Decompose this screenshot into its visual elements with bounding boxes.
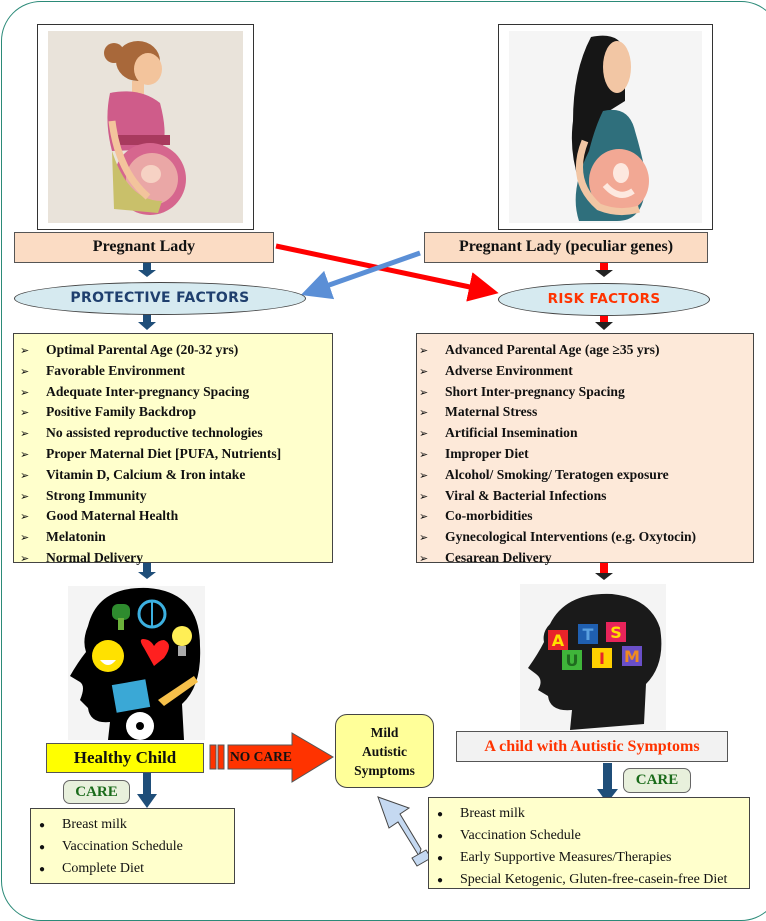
down-arrow-left-3: [138, 562, 156, 579]
protective-factor-item: ➢Optimal Parental Age (20-32 yrs): [20, 340, 332, 361]
protective-factor-item: ➢Proper Maternal Diet [PUFA, Nutrients]: [20, 444, 332, 465]
pregnant-lady-genes-label: Pregnant Lady (peculiar genes): [424, 232, 708, 263]
care-item: ●Breast milk: [437, 803, 749, 825]
svg-text:U: U: [566, 651, 579, 670]
svg-text:I: I: [599, 649, 605, 668]
down-arrow-healthy-care: [137, 768, 157, 808]
bullet-arrow-icon: ➢: [419, 510, 429, 524]
care-item: ●Vaccination Schedule: [437, 825, 749, 847]
risk-factor-item: ➢Advanced Parental Age (age ≥35 yrs): [419, 340, 753, 361]
protective-factor-item: ➢No assisted reproductive technologies: [20, 423, 332, 444]
protective-factor-item: ➢Strong Immunity: [20, 486, 332, 507]
down-arrow-left-1: [138, 262, 156, 277]
bullet-arrow-icon: ➢: [20, 551, 30, 565]
bullet-arrow-icon: ➢: [20, 406, 30, 420]
risk-factor-item: ➢Cesarean Delivery: [419, 548, 753, 569]
risk-factor-item: ➢Co-morbidities: [419, 506, 753, 527]
down-arrow-left-2: [138, 314, 156, 330]
svg-text:S: S: [610, 623, 622, 642]
bullet-arrow-icon: ➢: [20, 447, 30, 461]
bullet-arrow-icon: ➢: [20, 385, 30, 399]
down-arrow-right-1: [595, 262, 613, 277]
risk-factors-list: ➢Advanced Parental Age (age ≥35 yrs) ➢Ad…: [416, 333, 754, 565]
bullet-arrow-icon: ➢: [419, 427, 429, 441]
bullet-arrow-icon: ➢: [419, 406, 429, 420]
bullet-arrow-icon: ➢: [20, 531, 30, 545]
arrow-right-to-protective: [300, 250, 421, 300]
care-item: ●Special Ketogenic, Gluten-free-casein-f…: [437, 869, 749, 891]
bullet-arrow-icon: ➢: [20, 344, 30, 357]
protective-factor-item: ➢Normal Delivery: [20, 548, 332, 569]
bullet-arrow-icon: ➢: [419, 551, 429, 565]
care-tag-autistic: CARE: [623, 768, 691, 793]
protective-factors-title: PROTECTIVE FACTORS: [14, 282, 306, 315]
healthy-child-head-illustration: [68, 586, 205, 740]
svg-text:A: A: [552, 631, 565, 650]
bullet-arrow-icon: ➢: [419, 531, 429, 545]
pregnant-lady-genes-photo: [498, 24, 713, 230]
healthy-child-label: Healthy Child: [46, 743, 204, 773]
down-arrow-right-3: [595, 563, 613, 580]
risk-factor-item: ➢Maternal Stress: [419, 402, 753, 423]
down-arrow-right-2: [595, 314, 613, 330]
connector-layer: [137, 243, 618, 867]
pregnant-woman-genes-illustration: [509, 31, 702, 223]
no-care-arrow: [209, 732, 334, 783]
bullet-arrow-icon: ➢: [20, 468, 30, 482]
svg-text:M: M: [624, 647, 640, 666]
protective-factor-item: ➢Vitamin D, Calcium & Iron intake: [20, 465, 332, 486]
autism-child-head-illustration: A T S U I M: [520, 584, 666, 730]
bullet-dot-icon: ●: [437, 875, 444, 886]
bullet-arrow-icon: ➢: [20, 427, 30, 441]
risk-factor-item: ➢Adverse Environment: [419, 361, 753, 382]
autistic-child-label: A child with Autistic Symptoms: [456, 731, 728, 762]
care-item: ●Complete Diet: [39, 858, 234, 880]
protective-factor-item: ➢Melatonin: [20, 527, 332, 548]
bullet-dot-icon: ●: [437, 809, 444, 820]
return-arrow: [377, 796, 432, 867]
protective-factor-item: ➢Adequate Inter-pregnancy Spacing: [20, 382, 332, 403]
bullet-arrow-icon: ➢: [20, 364, 30, 378]
bullet-arrow-icon: ➢: [419, 344, 429, 357]
risk-factor-item: ➢Short Inter-pregnancy Spacing: [419, 382, 753, 403]
healthy-care-list: ●Breast milk ●Vaccination Schedule ●Comp…: [30, 808, 235, 884]
bullet-dot-icon: ●: [437, 853, 444, 864]
down-arrow-autistic-care: [597, 763, 618, 803]
bullet-arrow-icon: ➢: [20, 489, 30, 503]
bullet-dot-icon: ●: [39, 820, 46, 831]
pregnant-lady-photo: [37, 24, 254, 230]
svg-text:T: T: [583, 625, 594, 644]
care-tag-healthy: CARE: [63, 780, 130, 804]
risk-factor-item: ➢Alcohol/ Smoking/ Teratogen exposure: [419, 465, 753, 486]
bullet-dot-icon: ●: [437, 831, 444, 842]
protective-factor-item: ➢Favorable Environment: [20, 361, 332, 382]
risk-factor-item: ➢Gynecological Interventions (e.g. Oxyto…: [419, 527, 753, 548]
protective-factor-item: ➢Positive Family Backdrop: [20, 402, 332, 423]
bullet-dot-icon: ●: [39, 842, 46, 853]
bullet-arrow-icon: ➢: [419, 385, 429, 399]
bullet-arrow-icon: ➢: [419, 468, 429, 482]
bullet-arrow-icon: ➢: [419, 447, 429, 461]
care-item: ●Early Supportive Measures/Therapies: [437, 847, 749, 869]
risk-factors-title: RISK FACTORS: [498, 283, 710, 316]
autistic-care-list: ●Breast milk ●Vaccination Schedule ●Earl…: [428, 797, 750, 889]
protective-factor-item: ➢Good Maternal Health: [20, 506, 332, 527]
risk-factor-item: ➢Improper Diet: [419, 444, 753, 465]
care-item: ●Breast milk: [39, 814, 234, 836]
mild-autistic-symptoms-box: Mild Autistic Symptoms: [335, 714, 434, 788]
pregnant-woman-illustration: [48, 31, 243, 223]
risk-factor-item: ➢Artificial Insemination: [419, 423, 753, 444]
risk-factor-item: ➢Viral & Bacterial Infections: [419, 486, 753, 507]
no-care-label: NO CARE: [230, 749, 292, 764]
bullet-dot-icon: ●: [39, 864, 46, 875]
pregnant-lady-label: Pregnant Lady: [14, 232, 274, 263]
protective-factors-list: ➢Optimal Parental Age (20-32 yrs) ➢Favor…: [13, 333, 333, 565]
bullet-arrow-icon: ➢: [20, 510, 30, 524]
bullet-arrow-icon: ➢: [419, 364, 429, 378]
bullet-arrow-icon: ➢: [419, 489, 429, 503]
care-item: ●Vaccination Schedule: [39, 836, 234, 858]
